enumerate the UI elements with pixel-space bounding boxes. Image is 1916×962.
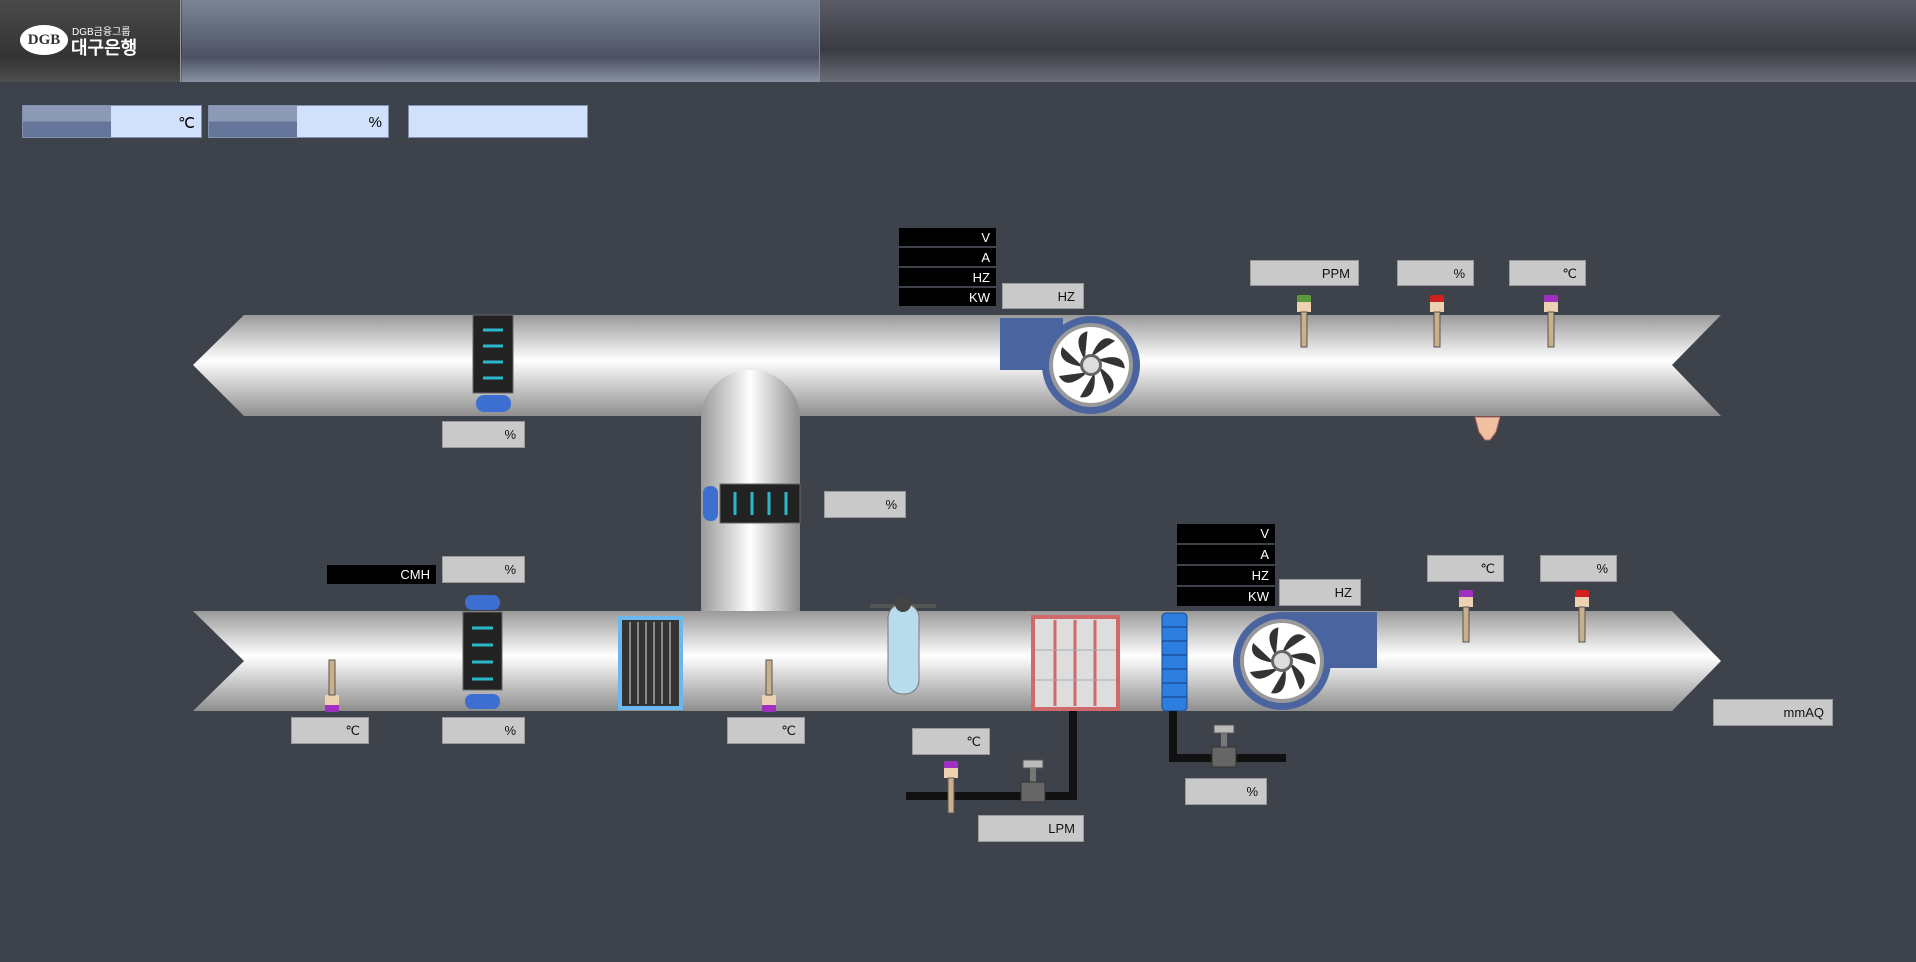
outdoor-temp-value: ℃ bbox=[111, 106, 201, 137]
supply-temp-value: ℃ bbox=[1427, 555, 1504, 582]
heating-valve bbox=[1020, 759, 1046, 803]
humidifier bbox=[870, 596, 936, 695]
outdoor-damper-top-value: % bbox=[442, 556, 525, 583]
current-row: A bbox=[1177, 545, 1275, 566]
frequency-row: HZ bbox=[1177, 566, 1275, 587]
power-row: KW bbox=[1177, 587, 1275, 608]
logo-name: 대구은행 bbox=[71, 38, 138, 58]
logo-group: DGB금융그룹 bbox=[72, 27, 131, 38]
outdoor-damper bbox=[462, 595, 503, 709]
status-box bbox=[408, 105, 588, 138]
heating-coil bbox=[1031, 615, 1120, 711]
return-humidity-value: % bbox=[1397, 260, 1474, 286]
cooling-coil bbox=[1161, 612, 1188, 712]
outdoor-humidity-box: % bbox=[208, 105, 389, 138]
water-temp-sensor-icon bbox=[943, 760, 959, 814]
filter bbox=[618, 616, 683, 710]
logo: DGB DGB금융그룹 대구은행 bbox=[0, 0, 181, 82]
supply-fan-icon bbox=[1233, 612, 1331, 710]
return-damper bbox=[472, 314, 514, 412]
filter-temp-value: ℃ bbox=[727, 717, 805, 744]
supply-fan-hz: HZ bbox=[1279, 579, 1361, 606]
return-fan-panel: V A HZ KW bbox=[899, 228, 996, 308]
return-duct bbox=[193, 315, 1721, 416]
supply-duct bbox=[193, 611, 1721, 711]
return-fan-hz: HZ bbox=[1002, 283, 1084, 309]
logo-mark: DGB bbox=[20, 25, 68, 55]
return-fan-icon bbox=[1042, 316, 1140, 414]
mixed-temp-value: ℃ bbox=[291, 717, 369, 744]
voltage-row: V bbox=[899, 228, 996, 248]
water-temp-value: ℃ bbox=[912, 728, 990, 755]
header-title-panel bbox=[182, 0, 820, 82]
supply-fan-panel: V A HZ KW bbox=[1177, 524, 1275, 608]
current-row: A bbox=[899, 248, 996, 268]
airflow-value: CMH bbox=[327, 565, 436, 584]
cooling-valve-value: % bbox=[1185, 778, 1267, 805]
outdoor-humidity-value: % bbox=[297, 106, 388, 137]
co2-value: PPM bbox=[1250, 260, 1359, 286]
static-pressure-value: mmAQ bbox=[1713, 699, 1833, 726]
supply-humidity-value: % bbox=[1540, 555, 1617, 582]
water-flow-value: LPM bbox=[978, 815, 1084, 842]
outdoor-damper-value: % bbox=[442, 717, 525, 744]
mixing-damper bbox=[703, 483, 801, 524]
return-damper-value: % bbox=[442, 421, 525, 448]
return-temp-value: ℃ bbox=[1509, 260, 1586, 286]
outdoor-temp-box: ℃ bbox=[22, 105, 202, 138]
mixing-damper-value: % bbox=[824, 491, 906, 518]
smoke-detector-icon bbox=[1474, 416, 1501, 441]
frequency-row: HZ bbox=[899, 268, 996, 288]
power-row: KW bbox=[899, 288, 996, 308]
voltage-row: V bbox=[1177, 524, 1275, 545]
cooling-valve bbox=[1211, 724, 1237, 768]
